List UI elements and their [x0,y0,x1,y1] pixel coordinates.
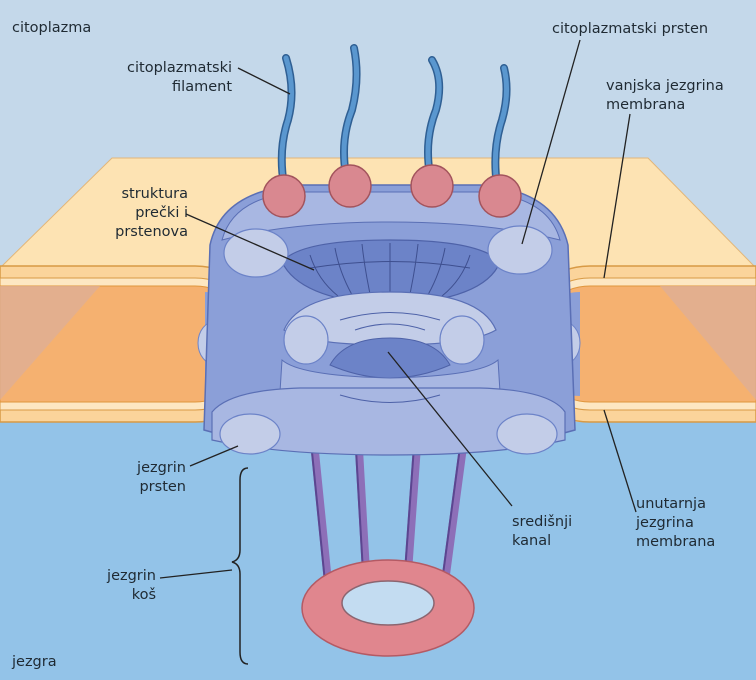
label-line: unutarnja [636,496,706,512]
label-line: citoplazmatski prsten [552,21,708,37]
label-nuclear-basket: jezgrin koš [106,568,156,603]
label-line: citoplazmatski [127,60,232,76]
label-line: membrana [636,534,715,550]
label-cytoplasmic-ring: citoplazmatski prsten [552,21,708,37]
label-line: koš [132,587,156,603]
nuclear-basket-rods [309,428,469,586]
basket-bracket [231,467,249,665]
label-cytoplasmic-filament: citoplazmatski filament [127,60,232,95]
label-line: vanjska jezgrina [606,78,724,94]
label-line: filament [172,79,232,95]
label-inner-nuclear-membrane: unutarnja jezgrina membrana [635,496,715,550]
nuclear-basket-ring [301,559,475,657]
label-line: prstenova [115,224,188,240]
label-outer-nuclear-membrane: vanjska jezgrina membrana [606,78,724,113]
label-spoke-ring-assembly: struktura prečki i prstenova [115,186,188,240]
region-label-nucleus: jezgra [11,654,57,670]
cytoplasmic-filaments [277,44,511,189]
cytoplasmic-ring-beads [262,164,522,218]
region-label-cytoplasm: citoplazma [12,20,91,36]
label-line: kanal [512,533,551,549]
label-line: membrana [606,97,685,113]
label-line: jezgrin [106,568,156,584]
leader-lines [159,39,637,579]
label-line: prečki i [135,205,188,221]
label-line: jezgrin [136,460,186,476]
label-line: struktura [121,186,188,202]
label-line: prsten [139,479,186,495]
pore-complex [203,184,576,456]
label-central-channel: središnji kanal [512,514,572,549]
label-nuclear-ring: jezgrin prsten [136,460,186,495]
label-line: jezgrina [635,515,694,531]
label-line: središnji [512,514,572,530]
